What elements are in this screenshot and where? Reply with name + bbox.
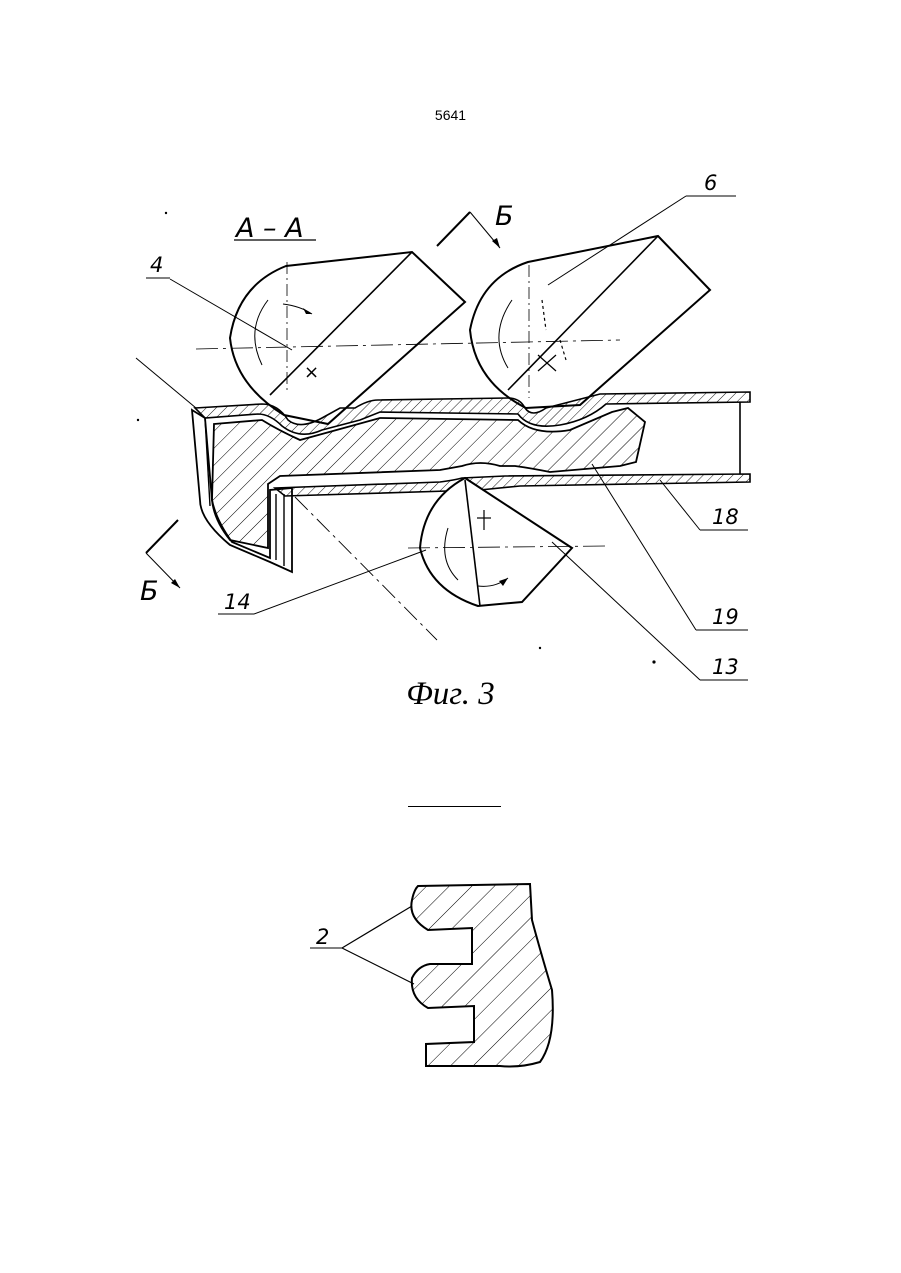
callout-2: 2: [310, 906, 414, 984]
grooved-profile: [411, 884, 552, 1067]
svg-text:2: 2: [316, 925, 329, 949]
